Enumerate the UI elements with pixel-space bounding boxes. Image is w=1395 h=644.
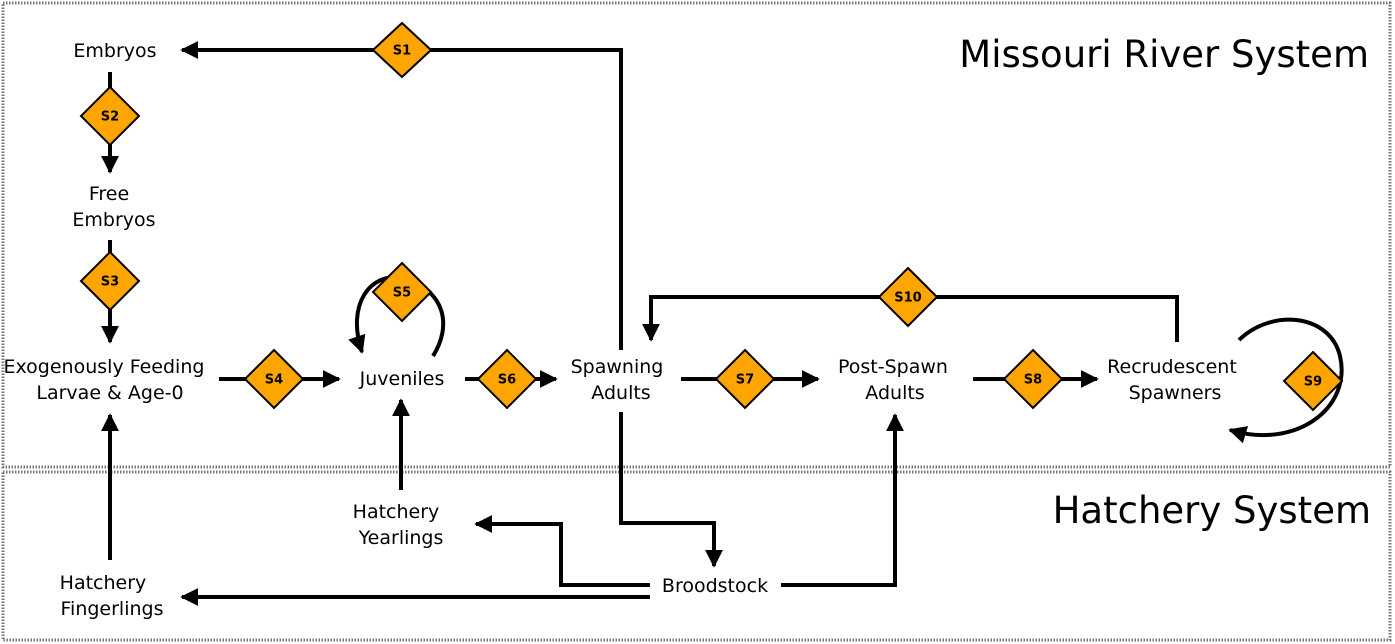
transition-s1: S1 (371, 21, 433, 79)
transition-label-s8: S8 (1024, 373, 1042, 388)
node-larvae-line-1: Exogenously Feeding (4, 356, 205, 378)
transition-label-s3: S3 (101, 275, 119, 290)
node-juveniles-line-1: Juveniles (359, 368, 445, 390)
diamond-s3 (79, 250, 141, 312)
transition-s9: S9 (1282, 350, 1344, 412)
transition-s7: S7 (714, 348, 776, 410)
diamond-s9 (1282, 350, 1344, 412)
diamond-s10 (877, 266, 939, 328)
edge-s9 (1228, 317, 1344, 444)
node-post-spawn-line-1: Post-Spawn (838, 356, 948, 378)
transition-s4: S4 (243, 348, 305, 410)
node-embryos: Embryos (73, 40, 156, 62)
node-post-spawn-adults: Post-Spawn Adults (838, 356, 954, 404)
transition-label-s2: S2 (101, 110, 119, 125)
edge-s1 (180, 41, 623, 350)
transition-label-s10: S10 (894, 291, 921, 306)
node-free-embryos: Free Embryos (72, 183, 155, 231)
node-spawning-adults-line-1: Spawning (571, 356, 664, 378)
transition-s3: S3 (79, 250, 141, 312)
transition-label-s6: S6 (498, 373, 516, 388)
node-spawning-adults: Spawning Adults (571, 356, 670, 404)
node-fingerlings-line-1: Hatchery (60, 572, 147, 594)
diamond-s6 (476, 348, 538, 410)
transition-label-s5: S5 (393, 286, 411, 301)
transition-label-s9: S9 (1304, 375, 1322, 390)
transition-s8: S8 (1002, 348, 1064, 410)
node-yearlings-line-2: Yearlings (358, 527, 444, 549)
node-post-spawn-line-2: Adults (865, 382, 924, 404)
transition-s5: S5 (371, 261, 433, 323)
transition-label-s1: S1 (393, 44, 411, 59)
node-larvae-line-2: Larvae & Age-0 (36, 382, 183, 404)
node-recrudescent-line-1: Recrudescent (1107, 356, 1237, 378)
node-yearlings-line-1: Hatchery (353, 501, 440, 523)
transition-s6: S6 (476, 348, 538, 410)
hatchery-system-box (1, 470, 1392, 642)
node-juveniles: Juveniles (359, 368, 445, 390)
diamond-s2 (79, 85, 141, 147)
node-free-embryos-line-2: Embryos (72, 209, 155, 231)
diamond-s1 (371, 21, 433, 79)
edge-adults-broodstock (619, 412, 723, 568)
diamond-s5 (371, 261, 433, 323)
hatchery-system-title: Hatchery System (1053, 489, 1371, 532)
node-broodstock-line-1: Broodstock (662, 575, 768, 597)
diamond-s7 (714, 348, 776, 410)
node-fingerlings-line-2: Fingerlings (61, 598, 164, 620)
transition-s2: S2 (79, 85, 141, 147)
node-spawning-adults-line-2: Adults (591, 382, 650, 404)
river-system-title: Missouri River System (959, 33, 1369, 76)
edge-broodstock-postspawn (781, 413, 904, 587)
diamond-s4 (243, 348, 305, 410)
node-embryos-line-1: Embryos (73, 40, 156, 62)
node-recrudescent-spawners: Recrudescent Spawners (1107, 356, 1243, 404)
transition-s10: S10 (877, 266, 939, 328)
node-broodstock: Broodstock (662, 575, 768, 597)
node-hatchery-yearlings: Hatchery Yearlings (353, 501, 446, 549)
node-hatchery-fingerlings: Hatchery Fingerlings (60, 572, 164, 620)
transition-label-s4: S4 (265, 373, 283, 388)
diamond-s8 (1002, 348, 1064, 410)
node-free-embryos-line-1: Free (89, 183, 129, 205)
river-system-box (1, 1, 1392, 469)
node-recrudescent-line-2: Spawners (1129, 382, 1222, 404)
edge-broodstock-yearlings (474, 515, 650, 587)
node-larvae: Exogenously Feeding Larvae & Age-0 (4, 356, 211, 404)
transition-label-s7: S7 (736, 373, 754, 388)
